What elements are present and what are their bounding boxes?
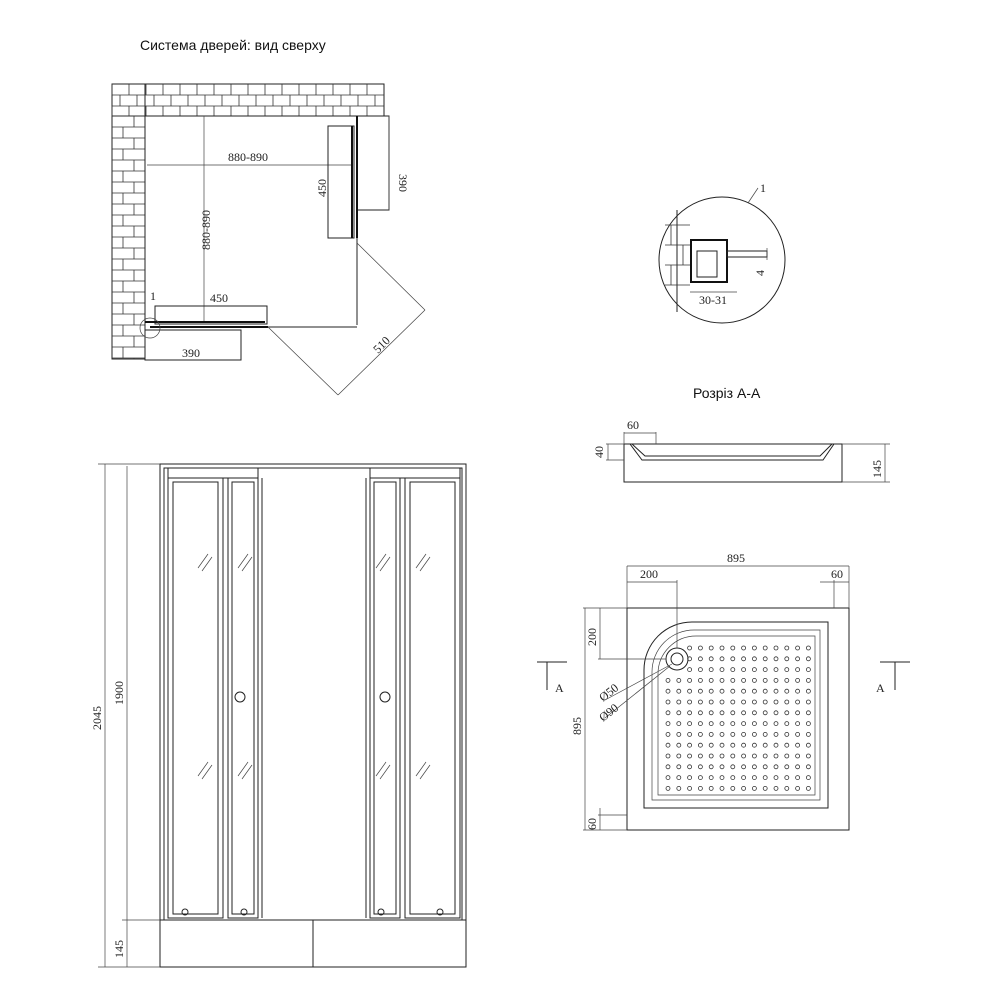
detail-dim-height: 4 bbox=[753, 270, 767, 276]
tray-dim-rim-right: 60 bbox=[831, 567, 843, 581]
tray-dim-depth: 895 bbox=[570, 717, 584, 735]
dim-tray-height: 145 bbox=[112, 940, 126, 958]
tray-drain-d1: Ø50 bbox=[596, 681, 621, 705]
dim-diagonal: 510 bbox=[370, 333, 393, 356]
dim-door-bottom: 450 bbox=[210, 291, 228, 305]
tray-dim-rim-bottom: 60 bbox=[585, 818, 599, 830]
tray-dim-width: 895 bbox=[727, 551, 745, 565]
tray-dim-drain-x: 200 bbox=[640, 567, 658, 581]
callout-circle bbox=[139, 317, 161, 339]
dim-diagonal-line bbox=[337, 309, 426, 396]
front-view: 2045 1900 145 bbox=[90, 463, 467, 968]
dim-door-height: 1900 bbox=[112, 681, 126, 705]
section-view: Розріз А-А 60 40 145 bbox=[592, 385, 890, 483]
dim-panel-bottom: 390 bbox=[182, 346, 200, 360]
dim-panel-right: 390 bbox=[396, 174, 410, 192]
handle-left bbox=[234, 691, 246, 703]
section-dim-rim: 60 bbox=[627, 418, 639, 432]
dim-door-right: 450 bbox=[315, 179, 329, 197]
dim-total-height: 2045 bbox=[90, 706, 104, 730]
glass-reflections bbox=[197, 553, 431, 780]
detail-callout: 1 bbox=[760, 181, 766, 195]
tray-drain-d2: Ø90 bbox=[596, 701, 621, 725]
drain-inner bbox=[670, 652, 684, 666]
dim-width: 880-890 bbox=[228, 150, 268, 164]
dim-depth: 880-890 bbox=[199, 210, 213, 250]
top-view-title: Система дверей: вид сверху bbox=[140, 37, 326, 53]
detail-view: 1 4 30-31 bbox=[658, 181, 786, 324]
section-dim-depth: 40 bbox=[592, 446, 606, 458]
cut-marker-right: A bbox=[876, 681, 885, 695]
anti-slip-dots bbox=[665, 645, 811, 791]
section-title: Розріз А-А bbox=[693, 385, 761, 401]
section-dim-height: 145 bbox=[870, 460, 884, 478]
callout-label: 1 bbox=[150, 289, 156, 303]
tray-dim-drain-y: 200 bbox=[585, 628, 599, 646]
detail-dim-gap: 30-31 bbox=[699, 293, 727, 307]
top-view: Система дверей: вид сверху 880-890 880-8… bbox=[111, 37, 426, 396]
tray-plan: 895 200 60 895 200 60 Ø50 Ø90 A A bbox=[537, 551, 910, 831]
brick-wall bbox=[111, 83, 385, 360]
handle-right bbox=[379, 691, 391, 703]
cut-marker-left: A bbox=[555, 681, 564, 695]
